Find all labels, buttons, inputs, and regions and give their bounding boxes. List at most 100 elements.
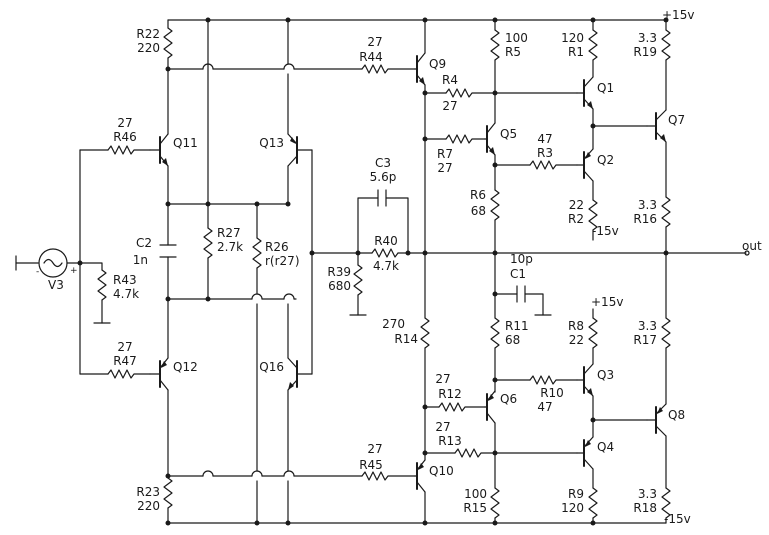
q13-q16-wires — [285, 19, 359, 524]
feedback-network: C3 5.6p R40 4.7k R39 680 — [327, 156, 426, 316]
r39-value: 680 — [328, 279, 351, 293]
r27-value: 2.7k — [217, 240, 243, 254]
r10-name: R10 — [540, 386, 564, 400]
resistor-r22: R22 220 — [136, 27, 173, 59]
resistor-r45: 27 R45 — [359, 442, 416, 481]
r13-value: 27 — [435, 420, 450, 434]
r26-value: r(r27) — [265, 254, 300, 268]
left-column-wires — [165, 17, 363, 526]
r5-value: 100 — [505, 31, 528, 45]
q4-label: Q4 — [597, 440, 614, 454]
r11-name: R11 — [505, 319, 529, 333]
r23-name: R23 — [136, 485, 160, 499]
r7-name: R7 — [437, 147, 453, 161]
r14-name: R14 — [394, 332, 418, 346]
q5-label: Q5 — [500, 127, 517, 141]
transistor-q8: Q8 — [646, 403, 685, 437]
capacitor-c1: 10p C1 — [494, 252, 552, 316]
r14-value: 270 — [382, 317, 405, 331]
q3-q4-link — [590, 395, 648, 438]
r46-name: R46 — [113, 130, 137, 144]
r18-name: R18 — [633, 501, 657, 515]
r3-value: 47 — [537, 132, 552, 146]
r23-value: 220 — [137, 499, 160, 513]
r47-value: 27 — [117, 340, 132, 354]
v3-plus-sign: + — [70, 266, 78, 276]
resistor-r9: R9 120 — [561, 468, 598, 526]
output-stage-bottom: 3.3 R17 3.3 R18 -15v — [633, 252, 691, 526]
r7-value: 27 — [437, 161, 452, 175]
r45-name: R45 — [359, 458, 383, 472]
output-label: out — [742, 239, 762, 253]
resistor-r23: R23 220 — [136, 477, 173, 513]
r8-name: R8 — [568, 319, 584, 333]
r26-name: R26 — [265, 240, 289, 254]
resistor-r26: R26 r(r27) — [252, 203, 300, 524]
r19-value: 3.3 — [638, 31, 657, 45]
transistor-q3: Q3 — [576, 363, 614, 397]
r27-name: R27 — [217, 226, 241, 240]
resistor-r7: R7 27 — [437, 134, 486, 175]
r4-value: 27 — [442, 99, 457, 113]
q2-label: Q2 — [597, 153, 614, 167]
pos-rail-label: +15v — [662, 8, 694, 22]
v3-label: V3 — [48, 278, 64, 292]
r8-pos-rail-label: +15v — [591, 295, 623, 309]
r12-value: 27 — [435, 372, 450, 386]
r22-name: R22 — [136, 27, 160, 41]
r2-name: R2 — [568, 212, 584, 226]
transistor-q4: Q4 — [576, 436, 614, 470]
resistor-r44: 27 R44 — [359, 35, 416, 74]
resistor-r10: R10 47 — [494, 375, 578, 414]
resistor-r12: 27 R12 — [422, 372, 486, 412]
r45-value: 27 — [367, 442, 382, 456]
r6-name: R6 — [470, 188, 486, 202]
resistor-r6: R6 68 — [470, 154, 500, 319]
q6-label: Q6 — [500, 392, 517, 406]
q11-label: Q11 — [173, 136, 198, 150]
r15-name: R15 — [463, 501, 487, 515]
r22-value: 220 — [137, 41, 160, 55]
r17-name: R17 — [633, 333, 657, 347]
resistor-r46: 27 R46 — [107, 116, 151, 155]
capacitor-c2: C2 1n — [133, 236, 177, 267]
r40-value: 4.7k — [373, 259, 399, 273]
r47-name: R47 — [113, 354, 137, 368]
r39-name: R39 — [327, 265, 351, 279]
resistor-r11: R11 68 — [490, 317, 529, 393]
resistor-r8: +15v R8 22 — [568, 295, 623, 365]
r46-value: 27 — [117, 116, 132, 130]
c3-name: C3 — [375, 156, 391, 170]
q1-q2-link — [590, 108, 648, 150]
q16-label: Q16 — [259, 360, 284, 374]
transistor-q16: Q16 — [259, 357, 313, 391]
r11-value: 68 — [505, 333, 520, 347]
r1-value: 120 — [561, 31, 584, 45]
r44-name: R44 — [359, 50, 383, 64]
resistor-r1: 120 R1 — [561, 17, 598, 78]
c2-value: 1n — [133, 253, 148, 267]
r8-value: 22 — [569, 333, 584, 347]
q1-label: Q1 — [597, 81, 614, 95]
resistor-r14: 270 R14 — [382, 317, 430, 349]
transistor-q13: Q13 — [259, 133, 313, 167]
r2-value: 22 — [569, 198, 584, 212]
transistor-q12: Q12 — [149, 357, 198, 391]
c2-name: C2 — [136, 236, 152, 250]
r3-name: R3 — [537, 146, 553, 160]
transistor-q10: Q10 — [414, 459, 454, 493]
r43-name: R43 — [113, 273, 137, 287]
neg-rail-label: -15v — [664, 512, 691, 526]
r12-name: R12 — [438, 387, 462, 401]
output-node: out — [665, 239, 762, 256]
resistor-r43: R43 4.7k — [93, 269, 139, 324]
r13-name: R13 — [438, 434, 462, 448]
r10-value: 47 — [537, 400, 552, 414]
resistor-r3: 47 R3 — [494, 132, 578, 170]
r17-value: 3.3 — [638, 319, 657, 333]
output-stage-top: +15v 3.3 R19 3.3 R16 — [633, 8, 694, 256]
r44-value: 27 — [367, 35, 382, 49]
q3-label: Q3 — [597, 368, 614, 382]
resistor-r5: 100 R5 — [490, 17, 528, 124]
c3-value: 5.6p — [370, 170, 397, 184]
